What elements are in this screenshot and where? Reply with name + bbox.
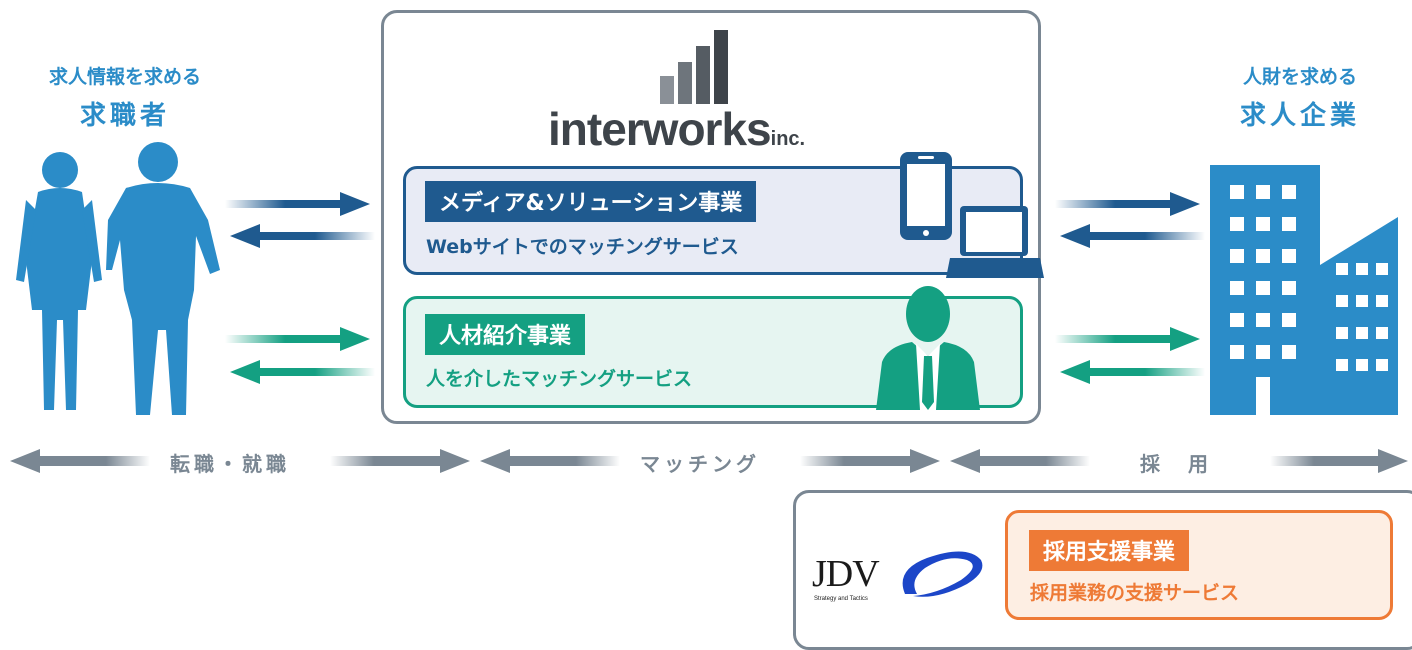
company-building-icon: [1210, 165, 1398, 415]
jdv-logo: JDV Strategy and Tactics: [812, 550, 992, 610]
company-label: 人財を求める 求人企業: [1190, 62, 1410, 132]
arrow-blue-to-company: [1055, 192, 1200, 216]
bottom-arrow-right-3: [1270, 449, 1408, 473]
businessman-icon: [876, 286, 980, 410]
jdv-tagline: Strategy and Tactics: [814, 596, 868, 602]
company-sub: 人財を求める: [1242, 66, 1357, 88]
arrow-green-to-company: [1055, 327, 1200, 351]
jobseeker-title: 求職者: [79, 101, 170, 131]
bottom-arrow-left-1: [10, 449, 150, 473]
jobseeker-people-icon: [16, 142, 220, 415]
career-change-label: 転職・就職: [170, 452, 290, 476]
bottom-arrow-left-3: [950, 449, 1090, 473]
interworks-logo: interworksinc.: [548, 102, 888, 156]
hiring-label: 採 用: [1140, 452, 1212, 476]
arrow-blue-to-seeker: [230, 224, 375, 248]
jobseeker-label: 求人情報を求める 求職者: [10, 62, 240, 132]
arrow-green-to-center: [225, 327, 370, 351]
recruitment-agent-tag: 人材紹介事業: [425, 314, 586, 355]
company-title: 求人企業: [1239, 101, 1360, 131]
interworks-logo-word: interworks: [548, 103, 772, 155]
media-solution-desc: Webサイトでのマッチングサービス: [426, 236, 739, 258]
recruit-support-tag: 採用支援事業: [1029, 530, 1190, 571]
bottom-arrow-left-2: [480, 449, 620, 473]
bottom-arrow-right-1: [330, 449, 470, 473]
arrow-blue-from-company: [1060, 224, 1205, 248]
arrows-left-group: [10, 192, 1408, 473]
media-solution-tag: メディア&ソリューション事業: [425, 181, 757, 222]
jdv-swoosh-icon: [902, 551, 983, 597]
interworks-logo-suffix: inc.: [770, 128, 806, 150]
recruit-support-desc: 採用業務の支援サービス: [1030, 582, 1240, 604]
interworks-logo-bars-icon: [660, 30, 728, 104]
arrow-blue-to-center: [225, 192, 370, 216]
arrow-green-to-seeker: [230, 360, 375, 384]
smartphone-laptop-icon: [900, 152, 1044, 278]
bottom-arrow-right-2: [800, 449, 940, 473]
recruitment-agent-desc: 人を介したマッチングサービス: [426, 368, 693, 390]
arrow-green-from-company: [1060, 360, 1205, 384]
jobseeker-sub: 求人情報を求める: [48, 66, 201, 88]
jdv-logo-text: JDV: [812, 553, 880, 595]
matching-label: マッチング: [640, 452, 760, 476]
